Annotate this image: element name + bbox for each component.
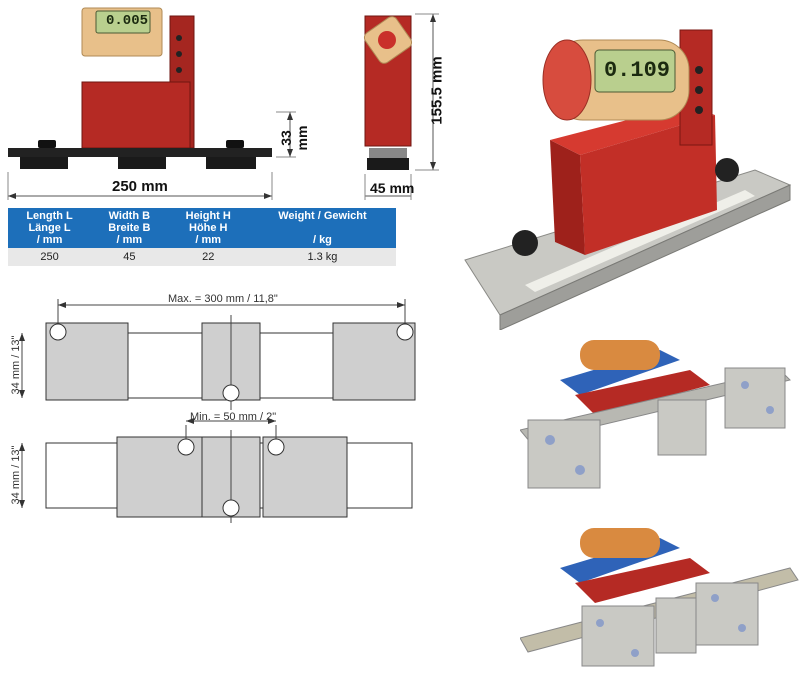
contact-point-icon	[396, 323, 414, 341]
width-dimension-label: 45 mm	[370, 180, 415, 196]
knob-icon	[38, 140, 56, 148]
front-view-drawing	[7, 7, 296, 200]
table-cell: 1.3 kg	[248, 248, 396, 266]
table-cell: 45	[91, 248, 168, 266]
base-foot-side	[367, 158, 409, 170]
sliding-block	[724, 367, 786, 429]
height-33-dimension-label: 33 mm	[278, 125, 310, 151]
center-block	[657, 399, 707, 456]
max-span-label: Max. = 300 mm / 11,8"	[168, 293, 278, 305]
base-side	[369, 148, 407, 158]
side-view-drawing	[363, 13, 439, 200]
table-header: Weight / Gewicht / kg	[248, 208, 396, 248]
button-icon	[176, 51, 182, 57]
knob-icon	[512, 230, 538, 256]
knob-icon	[226, 140, 244, 148]
red-body-front	[580, 115, 717, 255]
button-icon	[176, 35, 182, 41]
red-body	[575, 558, 710, 603]
lcd-screen	[594, 49, 676, 93]
lcd-readout-large: 0.109	[603, 58, 670, 83]
button-icon	[695, 86, 703, 94]
knob-icon	[715, 158, 739, 182]
button-icon	[695, 66, 703, 74]
sliding-block	[527, 419, 601, 489]
lcd-screen	[95, 10, 151, 34]
contact-point-icon	[177, 438, 195, 456]
length-dimension-label: 250 mm	[112, 178, 168, 195]
wood-display-housing	[580, 340, 660, 370]
base-rail	[8, 148, 272, 157]
min-span-label: Min. = 50 mm / 2"	[190, 411, 277, 423]
height-label-top: 34 mm / 13"	[10, 335, 22, 395]
contact-point-icon	[222, 384, 240, 402]
product-photo-extended	[520, 340, 791, 489]
table-cell: 250	[8, 248, 92, 266]
lcd-readout-small: 0.005	[105, 13, 148, 29]
base-foot	[118, 157, 166, 169]
table-row: 250 45 22 1.3 kg	[8, 248, 396, 266]
red-body	[81, 81, 191, 149]
base-foot	[206, 157, 256, 169]
wood-display-housing	[580, 528, 660, 558]
height-total-dimension-label: 155.5 mm	[428, 56, 446, 125]
table-cell: 22	[167, 248, 249, 266]
contact-point-icon	[222, 499, 240, 517]
button-icon	[695, 106, 703, 114]
end-cap	[542, 39, 592, 121]
button-icon	[176, 67, 182, 73]
height-label-bottom: 34 mm / 13"	[10, 445, 22, 505]
center-block	[655, 597, 697, 654]
red-body	[575, 370, 710, 415]
product-photo-main	[464, 29, 792, 330]
red-body-top	[550, 105, 715, 155]
range-schematic	[19, 299, 416, 523]
contact-point-icon	[49, 323, 67, 341]
sliding-block	[581, 605, 655, 667]
product-photo-retracted	[520, 528, 799, 667]
contact-point-icon	[267, 438, 285, 456]
base-foot	[20, 157, 68, 169]
sliding-block	[695, 582, 759, 646]
